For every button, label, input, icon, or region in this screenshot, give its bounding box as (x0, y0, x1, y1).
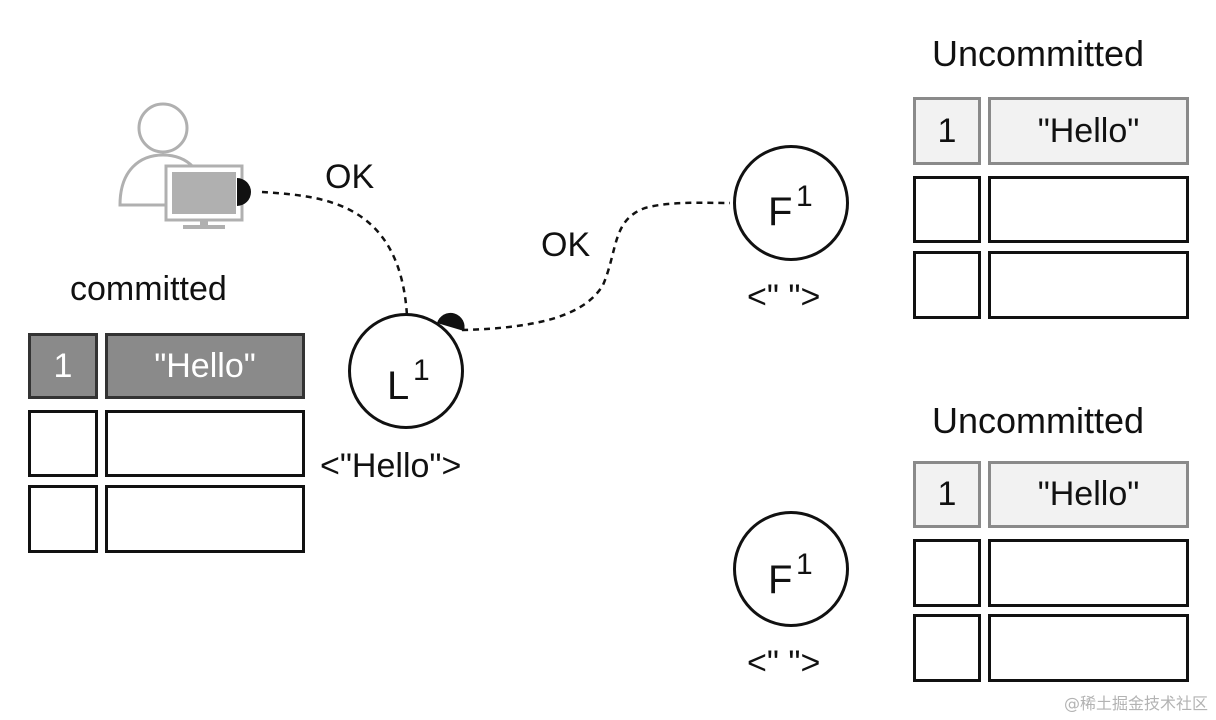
follower-bottom-log-index-cell (913, 539, 981, 607)
follower-top-log-value-cell (988, 251, 1189, 319)
client-to-leader-edge (261, 190, 409, 317)
client-connector-dot (237, 178, 251, 206)
client-to-leader-label: OK (325, 158, 375, 196)
follower-top-value: <" "> (747, 278, 821, 316)
leader-node: L 1 (348, 313, 464, 429)
watermark: @稀土掘金技术社区 (1063, 694, 1208, 713)
monitor-base-shape (183, 225, 225, 229)
follower-top-log-index-cell (913, 176, 981, 243)
follower-top-term: 1 (796, 180, 813, 213)
leader-log-index-cell (28, 410, 98, 477)
leader-letter: L (387, 364, 410, 408)
leader-log-index-cell (28, 485, 98, 553)
follower-bottom-log-value-cell (988, 539, 1189, 607)
user-at-monitor-icon (118, 102, 251, 229)
leader-term: 1 (413, 354, 430, 387)
follower-bottom-term: 1 (796, 548, 813, 581)
follower-top-log-value-cell (988, 176, 1189, 243)
user-head-shape (137, 102, 189, 154)
monitor-screen-shape (172, 172, 236, 214)
leader-to-follower-edge (461, 201, 731, 332)
follower-bottom-node: F 1 (733, 511, 849, 627)
leader-log-index-cell: 1 (28, 333, 98, 399)
follower-top-node: F 1 (733, 145, 849, 261)
follower-top-log-index-cell (913, 251, 981, 319)
follower-bottom-log-index-cell (913, 614, 981, 682)
follower-top-log-title: Uncommitted (932, 33, 1145, 74)
follower-bottom-log-value-cell: "Hello" (988, 461, 1189, 528)
leader-log-value-cell (105, 410, 305, 477)
follower-bottom-letter: F (768, 558, 793, 602)
leader-log-value-cell: "Hello" (105, 333, 305, 399)
leader-value: <"Hello"> (320, 447, 462, 485)
follower-top-letter: F (768, 190, 793, 234)
leader-connector-dot (437, 312, 465, 331)
follower-top-log-value-cell: "Hello" (988, 97, 1189, 165)
follower-bottom-log-title: Uncommitted (932, 400, 1145, 441)
monitor-stand-shape (200, 220, 208, 227)
follower-bottom-log-value-cell (988, 614, 1189, 682)
leader-to-follower-label: OK (541, 226, 591, 264)
follower-bottom-log-index-cell: 1 (913, 461, 981, 528)
follower-top-log-index-cell: 1 (913, 97, 981, 165)
follower-bottom-value: <" "> (747, 644, 821, 682)
leader-log-title: committed (70, 270, 227, 308)
leader-log-value-cell (105, 485, 305, 553)
